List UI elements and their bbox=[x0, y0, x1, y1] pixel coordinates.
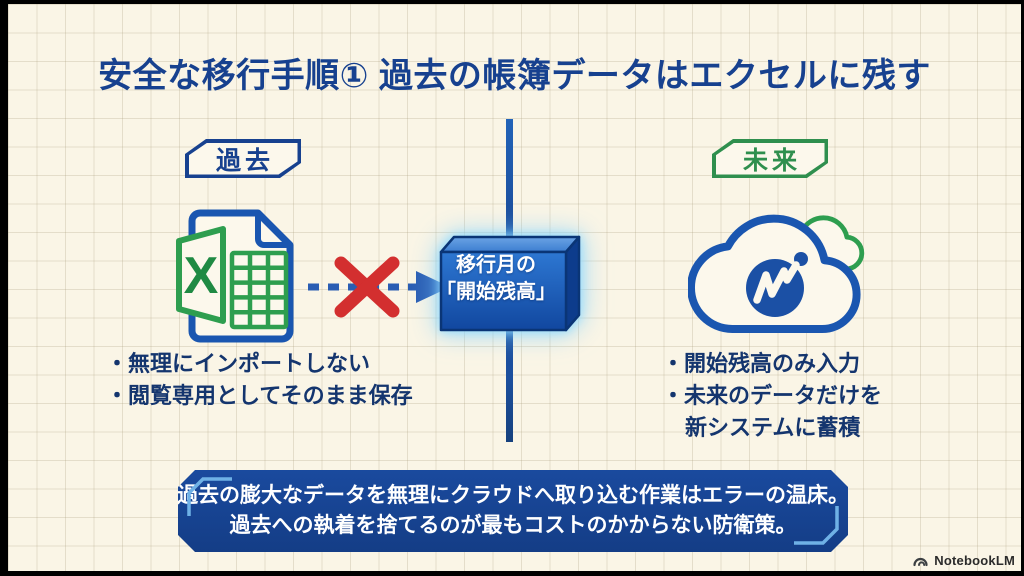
money-forward-logo-icon bbox=[746, 252, 808, 317]
slide-canvas: 安全な移行手順① 過去の帳簿データはエクセルに残す 過去 未来 X bbox=[8, 4, 1021, 571]
past-tag-fill bbox=[189, 143, 298, 175]
box-side-face bbox=[564, 235, 581, 332]
future-label: 未来 bbox=[742, 146, 801, 175]
cloud-icon bbox=[688, 214, 865, 333]
box-line1: 移行月の bbox=[456, 254, 536, 276]
box-top-face bbox=[439, 235, 581, 254]
blocked-import-arrow bbox=[308, 256, 450, 318]
excel-x-panel bbox=[176, 226, 226, 324]
notebooklm-brand-text: NotebookLM bbox=[934, 553, 1015, 568]
future-bullet-2: ・未来のデータだけを bbox=[662, 383, 883, 408]
box-line2: 「開始残高」 bbox=[436, 281, 556, 303]
document-fold bbox=[255, 212, 291, 248]
arrowhead-icon bbox=[416, 271, 450, 303]
notebooklm-logo-icon bbox=[913, 557, 928, 566]
future-bullet-2-cont: 新システムに蓄積 bbox=[685, 415, 861, 440]
past-bullet-list: ・無理にインポートしない ・閲覧専用としてそのまま保存 bbox=[106, 348, 413, 412]
future-label-tag: 未来 bbox=[712, 139, 828, 178]
future-bullet-list: ・開始残高のみ入力 ・未来のデータだけを 新システムに蓄積 bbox=[662, 348, 882, 444]
opening-balance-text: 移行月の 「開始残高」 bbox=[426, 252, 566, 306]
past-label: 過去 bbox=[215, 146, 274, 175]
past-bullet-2: ・閲覧専用としてそのまま保存 bbox=[106, 383, 413, 408]
red-x-icon bbox=[334, 256, 400, 318]
summary-banner: 過去の膨大なデータを無理にクラウドへ取り込む作業はエラーの温床。 過去への執着を… bbox=[178, 470, 848, 552]
past-label-tag: 過去 bbox=[185, 139, 301, 178]
spreadsheet-grid bbox=[229, 250, 289, 330]
box-front-face bbox=[439, 250, 568, 332]
future-tag-fill bbox=[716, 143, 825, 175]
summary-banner-text: 過去の膨大なデータを無理にクラウドへ取り込む作業はエラーの温床。 過去への執着を… bbox=[178, 470, 848, 552]
notebooklm-watermark: NotebookLM bbox=[912, 553, 1015, 568]
opening-balance-box bbox=[439, 235, 581, 332]
future-bullet-1: ・開始残高のみ入力 bbox=[662, 351, 861, 376]
excel-document-icon: X bbox=[176, 209, 294, 343]
banner-line2: 過去への執着を捨てるのが最もコストのかからない防衛策。 bbox=[229, 514, 797, 537]
excel-letter: X bbox=[184, 247, 219, 305]
banner-line1: 過去の膨大なデータを無理にクラウドへ取り込む作業はエラーの温床。 bbox=[177, 484, 849, 507]
past-bullet-1: ・無理にインポートしない bbox=[106, 351, 371, 376]
page-title: 安全な移行手順① 過去の帳簿データはエクセルに残す bbox=[98, 57, 931, 95]
